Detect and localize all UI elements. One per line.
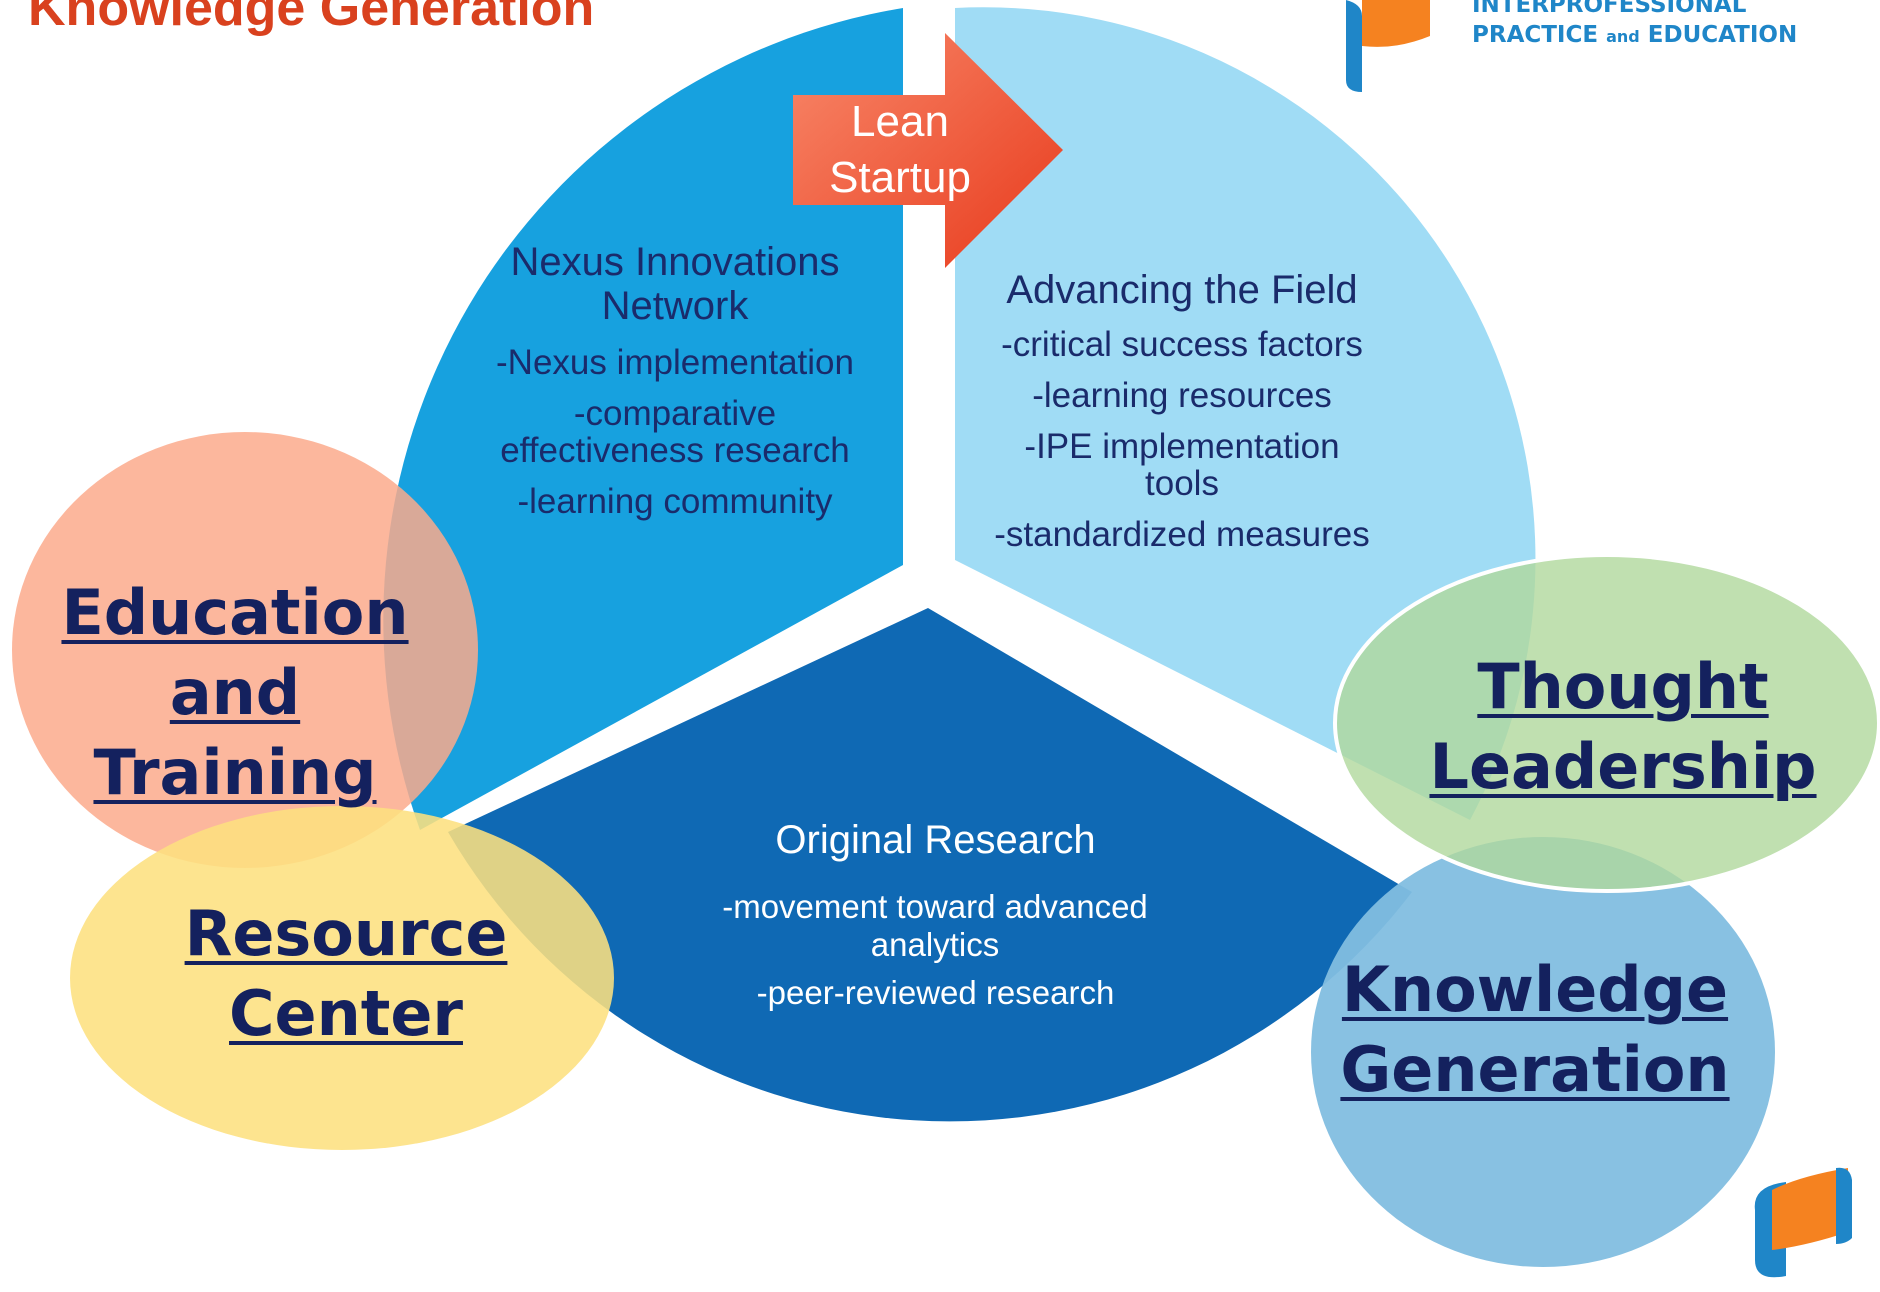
research-item: -movement toward advanced analytics [722,888,1148,963]
nexus-heading: Nexus Innovations Network [510,240,840,328]
segment-nexus [383,8,903,830]
lean-startup-arrow [793,33,1063,268]
logo-corner-icon [1754,1167,1852,1278]
page-title: Knowledge Generation [28,0,595,37]
logo-line2: PRACTICE and EDUCATION [1472,20,1797,52]
circle-thought[interactable] [1333,553,1880,893]
thought-leadership-label[interactable]: Thought Leadership [1429,650,1817,803]
nexus-item: -learning community [517,482,833,521]
logo-education: EDUCATION [1647,22,1798,48]
field-item: -standardized measures [994,515,1370,554]
research-heading: Original Research [775,818,1096,862]
nexus-item: -Nexus implementation [496,343,854,382]
research-item: -peer-reviewed research [756,974,1115,1011]
logo-practice: PRACTICE [1472,22,1599,48]
logo-and: and [1606,27,1640,46]
field-item: -learning resources [1032,376,1332,415]
logo-mark-icon [1346,0,1430,92]
field-item: -critical success factors [1001,325,1363,364]
resource-center-label[interactable]: Resource Center [184,897,508,1050]
logo-line1: INTERPROFESSIONAL [1472,0,1747,18]
field-item: -IPE implementation tools [1024,427,1340,503]
circle-knowledge[interactable] [1311,837,1775,1267]
circle-education[interactable] [12,432,478,868]
knowledge-generation-label[interactable]: Knowledge Generation [1340,953,1730,1106]
education-training-label[interactable]: Education and Training [61,576,409,809]
circle-resource[interactable] [70,806,614,1150]
segment-field [955,7,1536,821]
lean-startup-label: Lean Startup [829,97,971,202]
field-heading: Advancing the Field [1006,268,1358,312]
research-text-block: Original Research -movement toward advan… [698,818,1173,1012]
logo-wordmark: INTERPROFESSIONAL PRACTICE and EDUCATION [1472,0,1797,52]
segment-research [448,608,1412,1122]
field-text-block: Advancing the Field -critical success fa… [982,268,1382,553]
nexus-item: -comparative effectiveness research [500,394,850,470]
nexus-text-block: Nexus Innovations Network -Nexus impleme… [475,240,875,520]
